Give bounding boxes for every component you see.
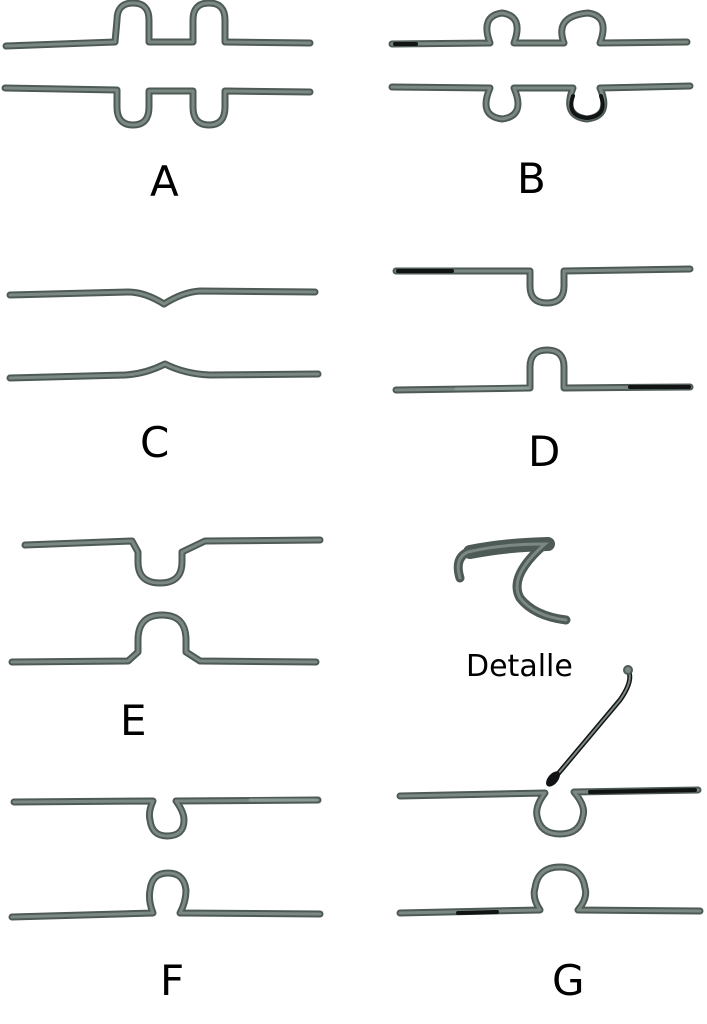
panel-g-tool-rod bbox=[546, 665, 633, 787]
panel-b-top-wire bbox=[388, 9, 691, 48]
panel-f-label: F bbox=[160, 956, 184, 1005]
panel-g-dark-segment bbox=[588, 788, 697, 794]
panel-g: G bbox=[396, 665, 704, 1005]
panel-d-light-segment bbox=[454, 386, 530, 391]
panel-g-bottom-wire bbox=[396, 863, 704, 917]
panel-c-label: C bbox=[140, 418, 169, 467]
panel-c: C bbox=[6, 287, 322, 467]
panel-d-label: D bbox=[528, 427, 560, 476]
panel-c-top-wire bbox=[6, 287, 319, 308]
panel-f-top-wire bbox=[10, 796, 322, 840]
detail-label: Detalle bbox=[466, 649, 573, 684]
panel-a-label: A bbox=[150, 157, 179, 206]
panel-g-label: G bbox=[552, 956, 585, 1005]
panel-e-bottom-wire bbox=[8, 611, 320, 666]
panel-d: D bbox=[392, 265, 694, 476]
panel-b-bottom-wire bbox=[388, 82, 694, 123]
panel-g-top-wire bbox=[396, 786, 702, 838]
panel-b-dark-loop bbox=[569, 94, 605, 121]
panel-f-bottom-wire bbox=[8, 869, 324, 921]
panel-b: B bbox=[388, 9, 694, 203]
panel-e: E bbox=[8, 536, 324, 745]
panel-d-bottom-wire bbox=[392, 346, 694, 394]
panel-a-top-wire bbox=[2, 0, 314, 50]
panel-c-bottom-wire bbox=[6, 360, 322, 382]
panel-a: A bbox=[1, 0, 314, 206]
panel-a-bottom-wire bbox=[1, 84, 314, 129]
detail-group: Detalle bbox=[453, 537, 573, 684]
detail-hook-shape bbox=[453, 537, 571, 625]
panel-d-top-wire bbox=[392, 265, 694, 307]
panel-e-top-wire bbox=[21, 536, 324, 587]
panel-f: F bbox=[8, 796, 324, 1005]
panel-e-label: E bbox=[120, 696, 147, 745]
panel-g-dark-segment-bottom bbox=[456, 910, 499, 915]
panel-b-label: B bbox=[517, 154, 546, 203]
